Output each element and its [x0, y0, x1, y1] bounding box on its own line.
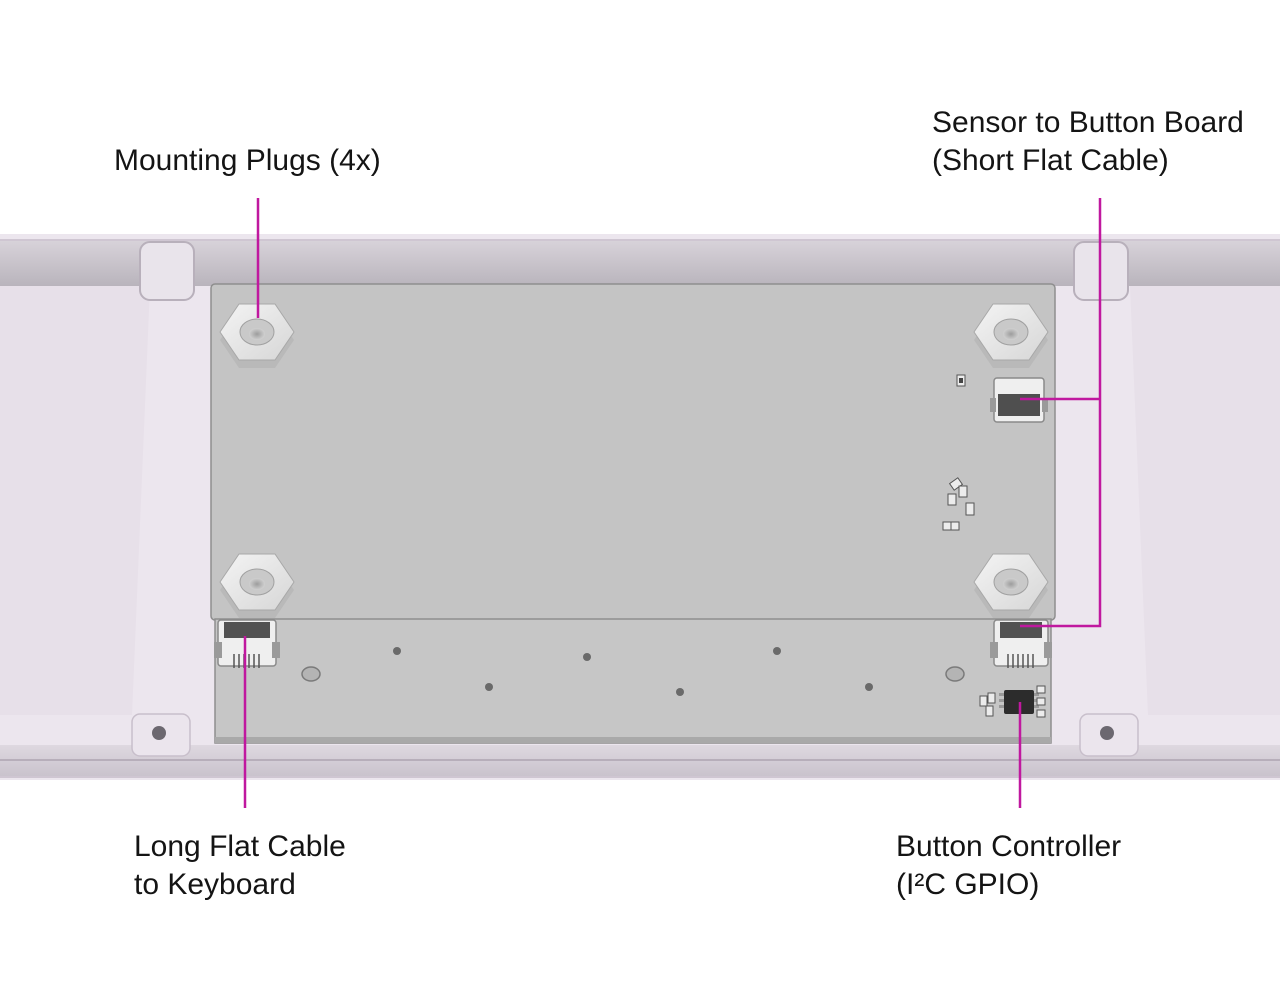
sensor-cable-label-line-1: Sensor to Button Board: [932, 106, 1244, 139]
sensor-board-pcb: [210, 283, 1056, 621]
board-hole: [773, 647, 781, 655]
bottom-tab-left-hole: [152, 726, 166, 740]
board-hole: [676, 688, 684, 696]
long-cable-label-line-2: to Keyboard: [134, 868, 296, 901]
sensor-cable-label-line-2: (Short Flat Cable): [932, 144, 1169, 177]
enclosure-left-shading: [0, 286, 150, 715]
leader-lines: [243, 198, 1102, 808]
board-hole: [865, 683, 873, 691]
hex-nut-icon: [219, 553, 295, 618]
hex-nut-icon: [973, 553, 1049, 618]
hex-nut-icon: [219, 303, 295, 368]
board-mount-hole: [301, 666, 321, 682]
button-board-pcb: [214, 618, 1052, 744]
button-controller-label-line-1: Button Controller: [896, 830, 1122, 863]
board-mount-hole: [945, 666, 965, 682]
button-board-edge: [215, 737, 1051, 743]
board-hole: [583, 653, 591, 661]
long-cable-label-line-1: Long Flat Cable: [134, 830, 346, 863]
button-controller-label: Button Controller (I²C GPIO): [896, 828, 1121, 904]
mounting-plugs-label: Mounting Plugs (4x): [114, 142, 381, 180]
enclosure-top-rail: [0, 240, 1280, 286]
long-cable-label: Long Flat Cable to Keyboard: [134, 828, 346, 904]
flat-cable-connector-icon: [214, 619, 280, 668]
bottom-tab-right-hole: [1100, 726, 1114, 740]
button-controller-label-line-2: (I²C GPIO): [896, 868, 1040, 901]
mounting-plugs-label-line-1: Mounting Plugs (4x): [114, 144, 381, 177]
sensor-board: [210, 283, 1056, 621]
flat-cable-connector-icon: [990, 377, 1048, 423]
button-board: [214, 618, 1052, 744]
board-hole: [485, 683, 493, 691]
top-clip-left: [139, 241, 195, 301]
board-hole: [393, 647, 401, 655]
smd-components: [979, 685, 1046, 718]
leader-sensor-cable: [1020, 198, 1102, 628]
sensor-cable-label: Sensor to Button Board (Short Flat Cable…: [932, 104, 1244, 180]
enclosure-right-shading: [1130, 286, 1280, 715]
hex-nut-icon: [973, 303, 1049, 368]
smd-components: [942, 374, 975, 531]
